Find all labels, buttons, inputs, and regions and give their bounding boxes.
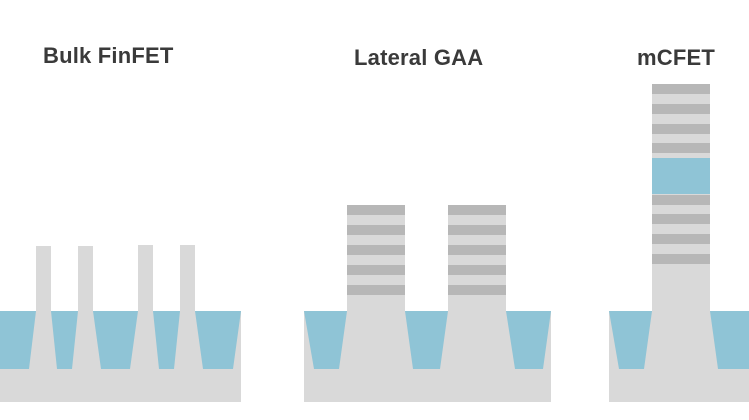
fin [180, 245, 195, 312]
title-mcfet: mCFET [637, 45, 715, 70]
isolation-oxide [710, 311, 749, 369]
isolation-oxide [304, 311, 347, 369]
isolation-oxide [506, 311, 551, 369]
nanosheet [448, 285, 506, 295]
isolation-oxide [609, 311, 652, 369]
nanosheet [448, 265, 506, 275]
nanosheet-stack [448, 205, 506, 312]
fin [78, 246, 93, 312]
nanosheet [652, 254, 710, 264]
isolation-oxide [93, 311, 138, 369]
nanosheet [652, 84, 710, 94]
bulk-finfet-structure [0, 245, 241, 402]
nanosheet [347, 245, 405, 255]
lateral-gaa-structure [304, 205, 551, 402]
middle-dielectric-isolation [652, 158, 710, 194]
isolation-oxide [153, 311, 180, 369]
isolation-oxide [405, 311, 448, 369]
isolation-oxide [0, 311, 36, 369]
fin [138, 245, 153, 312]
nanosheet [347, 285, 405, 295]
nanosheet-stack [347, 205, 405, 312]
fin [36, 246, 51, 312]
nanosheet [652, 104, 710, 114]
nanosheet [652, 195, 710, 205]
mcfet-structure [609, 84, 749, 402]
nanosheet [652, 143, 710, 153]
isolation-oxide [51, 311, 78, 369]
nanosheet [652, 234, 710, 244]
nanosheet [652, 214, 710, 224]
nanosheet [347, 205, 405, 215]
nanosheet [448, 205, 506, 215]
nanosheet [448, 245, 506, 255]
title-bulk-finfet: Bulk FinFET [43, 43, 174, 68]
title-lateral-gaa: Lateral GAA [354, 45, 484, 70]
nanosheet [652, 124, 710, 134]
nanosheet [347, 225, 405, 235]
nanosheet [448, 225, 506, 235]
nanosheet [347, 265, 405, 275]
isolation-oxide [195, 311, 241, 369]
